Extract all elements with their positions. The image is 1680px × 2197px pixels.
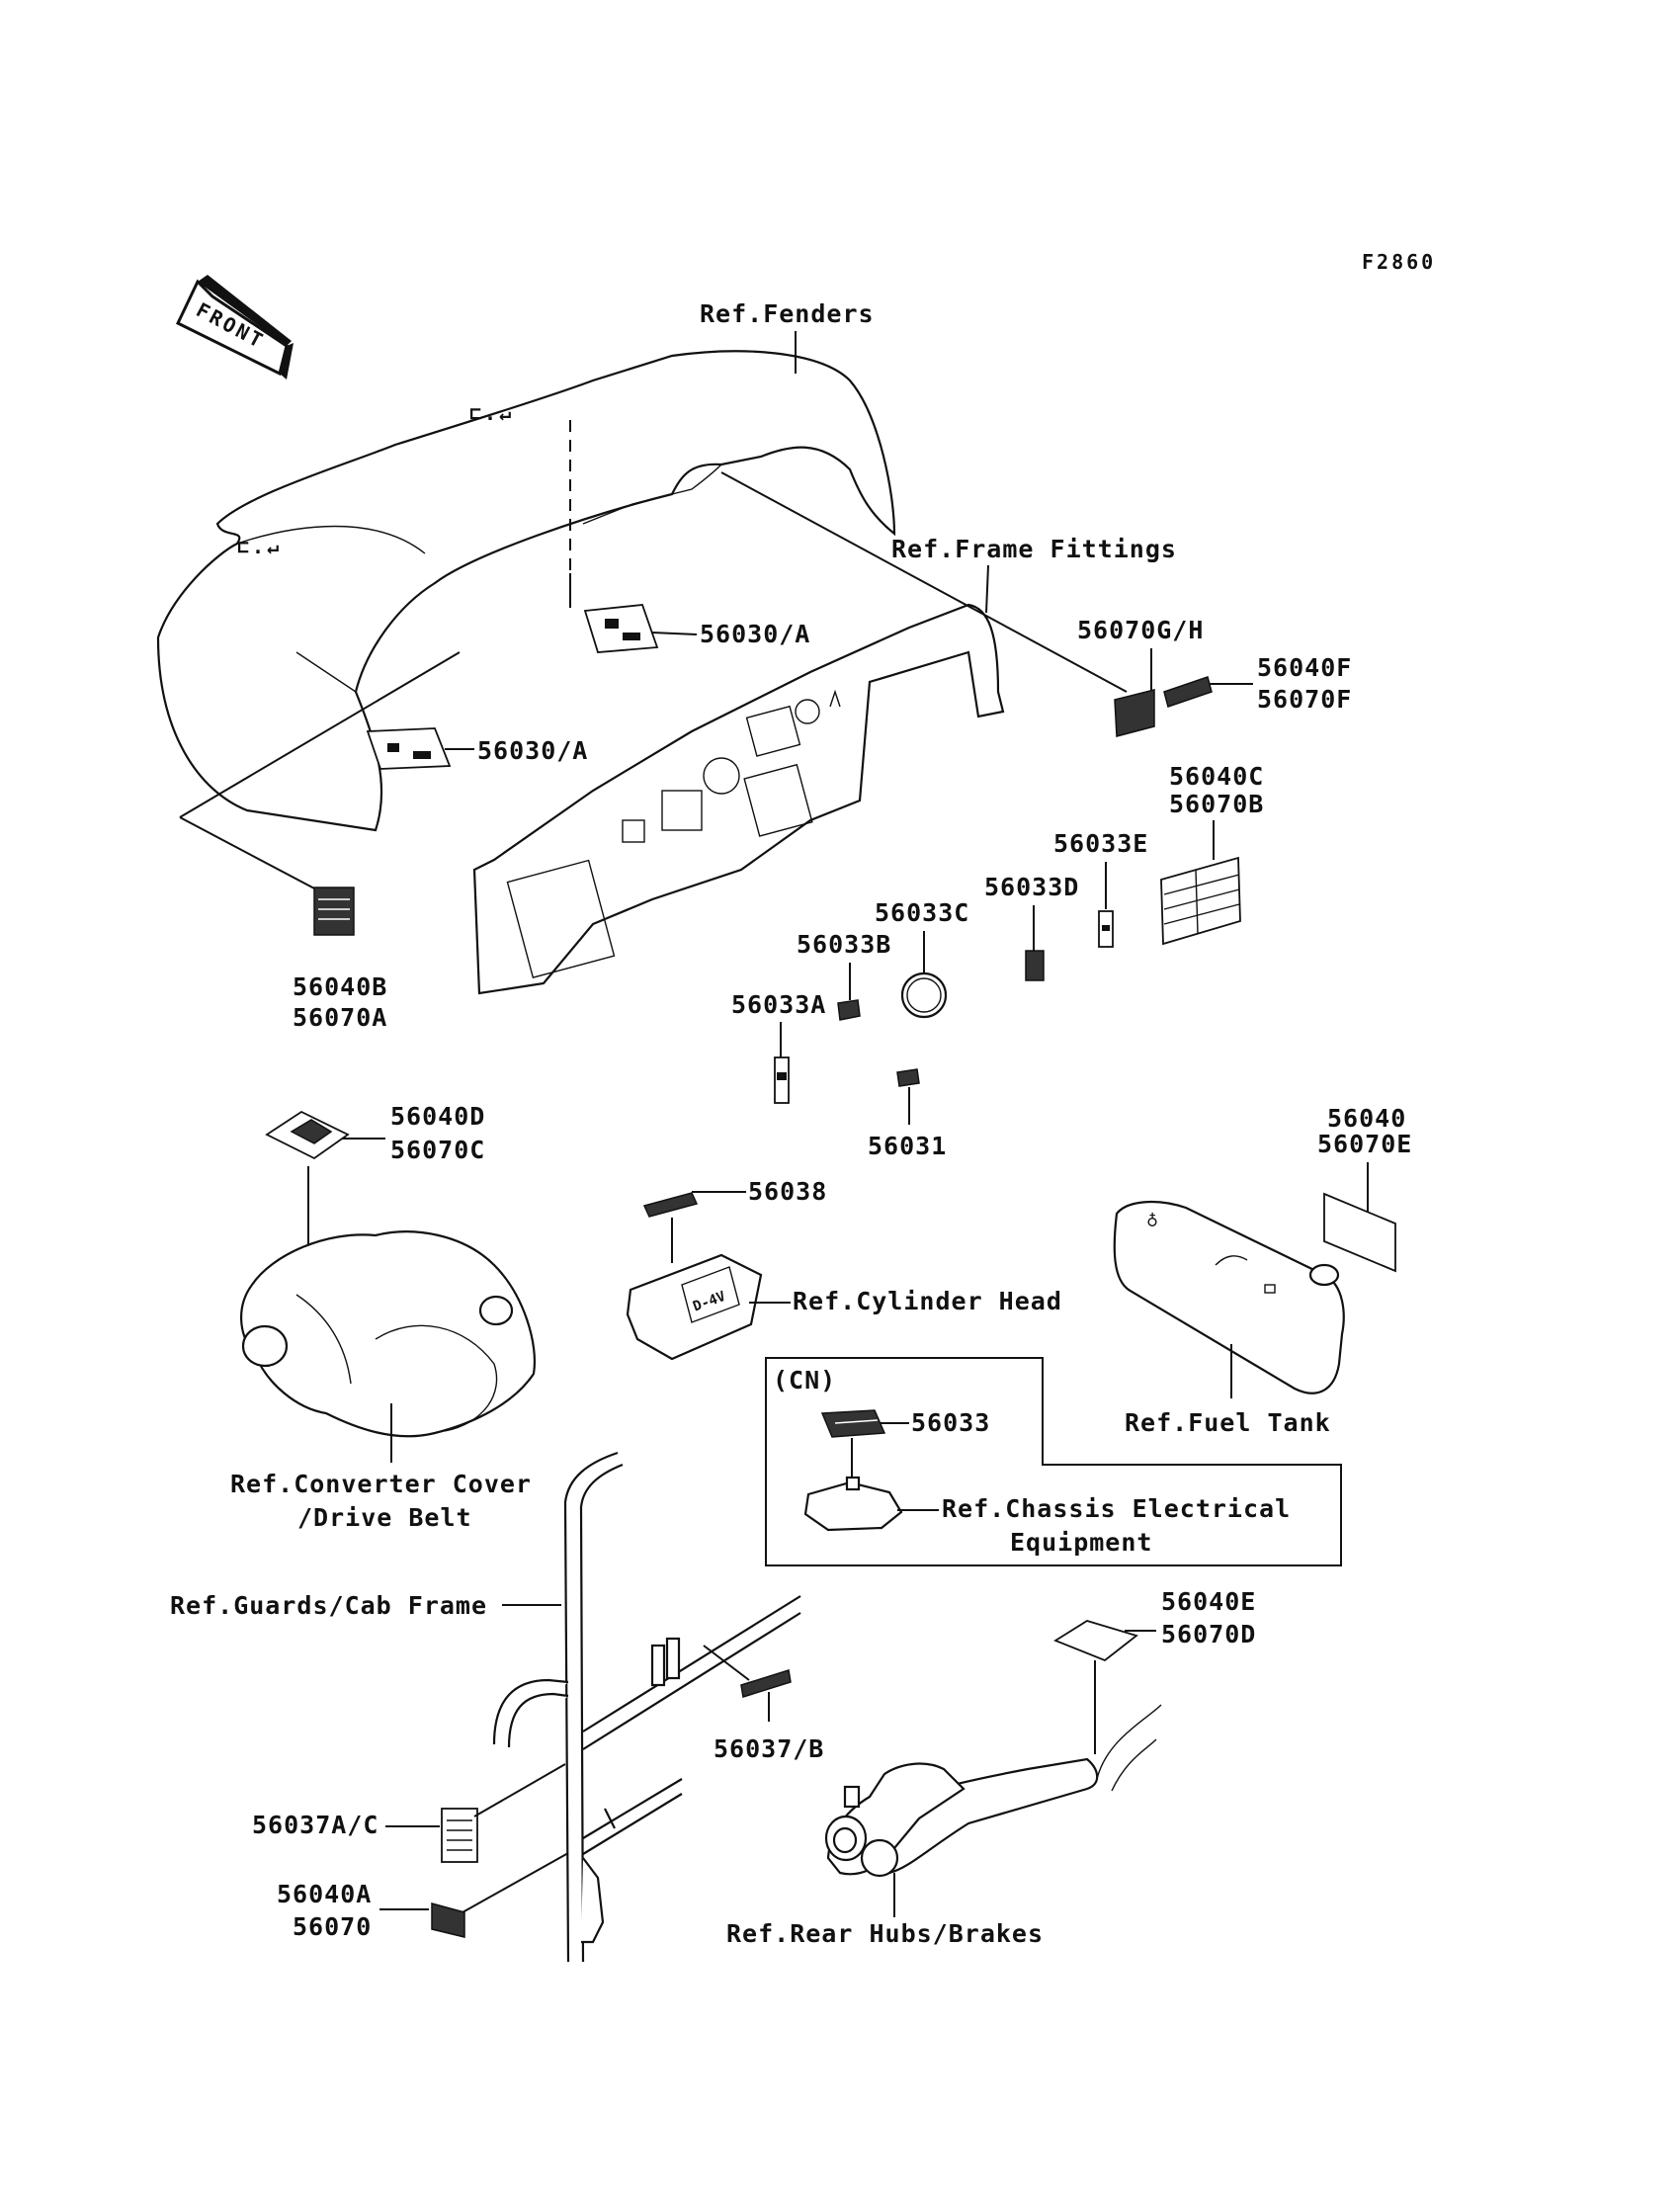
decal-56033: [820, 1409, 886, 1438]
label-56033d[interactable]: 56033D: [984, 873, 1079, 901]
label-56033a[interactable]: 56033A: [731, 990, 826, 1019]
decal-56031: [896, 1068, 920, 1087]
label-ref-guards-cab[interactable]: Ref.Guards/Cab Frame: [170, 1591, 487, 1620]
label-56070a[interactable]: 56070A: [293, 1003, 387, 1032]
cylinder-head-part: D-4V: [626, 1253, 763, 1361]
label-ref-cylinder-head[interactable]: Ref.Cylinder Head: [793, 1287, 1062, 1315]
fender-emboss-top: ⊏.↵: [469, 401, 514, 425]
cab-frame-part: [492, 1451, 801, 1963]
front-arrow-icon: FRONT: [176, 275, 294, 380]
label-56040c[interactable]: 56040C: [1169, 762, 1264, 791]
label-56070gh[interactable]: 56070G/H: [1077, 616, 1204, 644]
label-56040b[interactable]: 56040B: [293, 972, 387, 1001]
label-56070e[interactable]: 56070E: [1317, 1130, 1412, 1158]
label-56070b[interactable]: 56070B: [1169, 790, 1264, 818]
label-ref-converter-cover[interactable]: Ref.Converter Cover: [230, 1470, 532, 1498]
label-56031[interactable]: 56031: [868, 1132, 947, 1160]
cn-inset-box: [765, 1357, 1342, 1566]
decal-56040: [1323, 1192, 1396, 1273]
label-56030a-top[interactable]: 56030/A: [700, 620, 810, 648]
label-56038[interactable]: 56038: [748, 1177, 827, 1206]
label-ref-chassis-electrical[interactable]: Ref.Chassis Electrical: [942, 1494, 1291, 1523]
label-56030a-left[interactable]: 56030/A: [477, 736, 588, 765]
label-56033[interactable]: 56033: [911, 1408, 990, 1437]
converter-cover-part: [240, 1230, 536, 1438]
label-56070f[interactable]: 56070F: [1257, 685, 1352, 714]
label-56070d[interactable]: 56070D: [1161, 1620, 1256, 1648]
label-56040d[interactable]: 56040D: [390, 1102, 485, 1131]
rear-hub-part: [824, 1704, 1162, 1878]
decal-56038: [642, 1192, 699, 1218]
decal-56033b: [837, 999, 861, 1021]
decal-56037ac: [441, 1808, 478, 1863]
svg-text:♁: ♁: [1146, 1207, 1161, 1230]
decal-56030a-top: [583, 604, 659, 653]
frame-fittings-part: [472, 603, 1005, 995]
decal-56033a: [774, 1056, 790, 1104]
decal-56037b: [740, 1669, 792, 1698]
fender-emboss-left: ⊏.↵: [237, 535, 282, 558]
label-56040[interactable]: 56040: [1327, 1104, 1406, 1133]
label-56037ac[interactable]: 56037A/C: [252, 1811, 378, 1839]
label-56040e[interactable]: 56040E: [1161, 1587, 1256, 1616]
label-cn[interactable]: (CN): [773, 1366, 836, 1394]
decal-56030a-left: [366, 727, 452, 770]
label-ref-rear-hubs[interactable]: Ref.Rear Hubs/Brakes: [726, 1919, 1044, 1948]
label-56033c[interactable]: 56033C: [875, 898, 969, 927]
label-56070[interactable]: 56070: [293, 1912, 372, 1941]
label-drive-belt[interactable]: /Drive Belt: [297, 1503, 472, 1532]
decal-56040b: [313, 887, 355, 936]
chassis-electrical-part: [803, 1476, 903, 1532]
decal-56040d: [265, 1110, 350, 1160]
label-56033b[interactable]: 56033B: [797, 930, 891, 959]
decal-56040a: [431, 1902, 465, 1938]
label-ref-fuel-tank[interactable]: Ref.Fuel Tank: [1125, 1408, 1331, 1437]
decal-56070gh: [1114, 689, 1155, 737]
label-56040a[interactable]: 56040A: [277, 1880, 372, 1908]
diagram-id: F2860: [1362, 250, 1436, 274]
decal-56040c: [1160, 856, 1241, 946]
decal-56033d: [1025, 950, 1045, 981]
label-56037b[interactable]: 56037/B: [714, 1734, 824, 1763]
decal-56040e: [1053, 1620, 1138, 1662]
label-56070c[interactable]: 56070C: [390, 1136, 485, 1164]
label-56040f[interactable]: 56040F: [1257, 653, 1352, 682]
decal-56040f: [1163, 676, 1213, 708]
label-56033e[interactable]: 56033E: [1053, 829, 1148, 858]
fuel-tank-part: ♁: [1113, 1201, 1345, 1394]
decal-56033e: [1098, 910, 1114, 948]
fenders-part: ⊏.↵ ⊏.↵: [156, 350, 896, 832]
label-equipment[interactable]: Equipment: [1010, 1528, 1152, 1557]
label-ref-frame-fittings[interactable]: Ref.Frame Fittings: [891, 535, 1177, 563]
decal-56033c-ring: [900, 972, 948, 1019]
label-ref-fenders[interactable]: Ref.Fenders: [700, 299, 875, 328]
